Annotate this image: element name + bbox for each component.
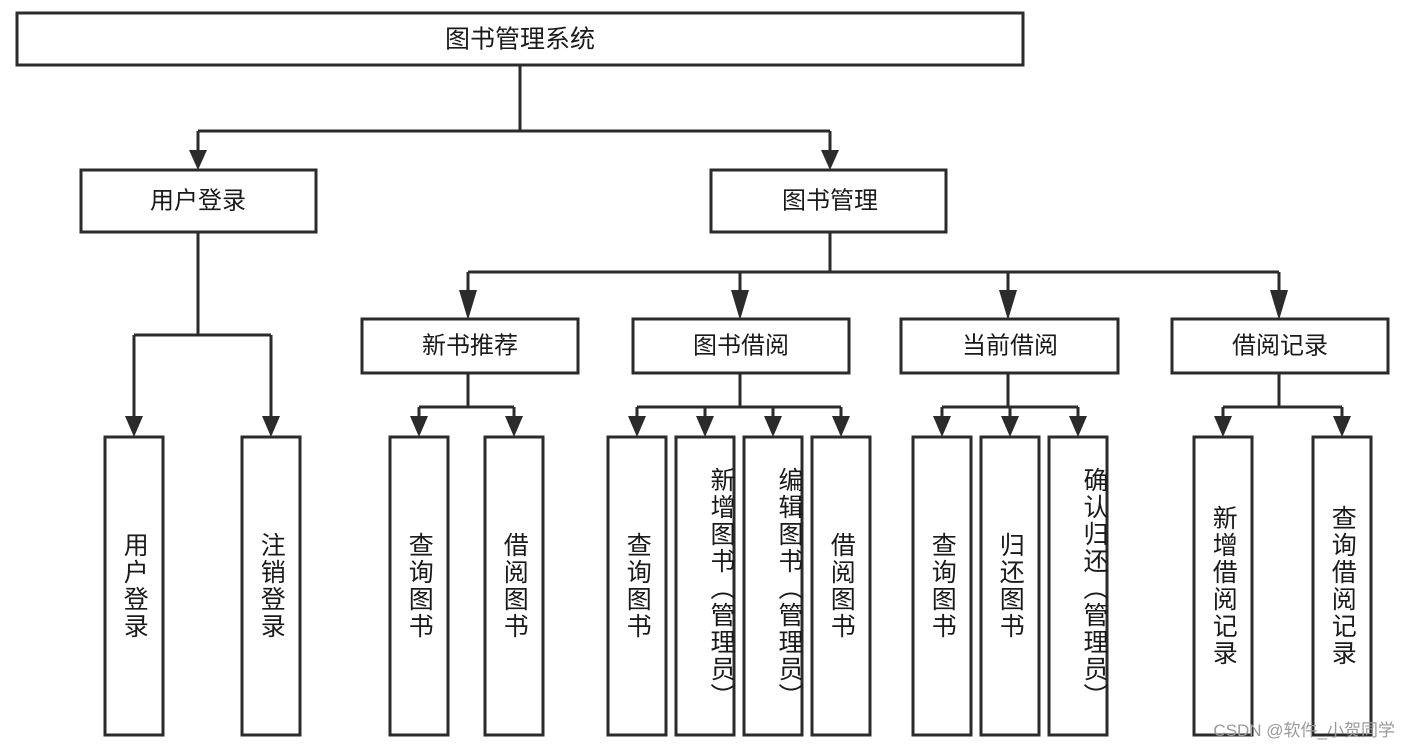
node-current-borrow-label: 当前借阅	[962, 332, 1058, 359]
node-leaf-borrow-book-2-box[interactable]	[810, 435, 872, 737]
node-new-book-recommend-label: 新书推荐	[422, 332, 518, 359]
arrow-head-leaf-logout-login	[262, 416, 280, 437]
node-root-box[interactable]	[15, 11, 1025, 67]
arrow-head-book-borrow	[731, 290, 749, 320]
node-new-book-recommend[interactable]: 新书推荐	[360, 317, 580, 375]
arrow-head-leaf-borrow-book-1	[505, 416, 523, 437]
arrow-head-current-borrow	[999, 290, 1017, 320]
node-book-manage-label: 图书管理	[782, 187, 878, 214]
arrow-head-borrow-record	[1270, 290, 1288, 320]
node-current-borrow-box[interactable]	[899, 317, 1120, 375]
node-borrow-record[interactable]: 借阅记录	[1170, 317, 1390, 375]
arrow-head-leaf-confirm-return	[1069, 416, 1087, 437]
node-book-borrow[interactable]: 图书借阅	[631, 317, 851, 375]
node-leaf-edit-book-box[interactable]	[742, 435, 804, 737]
node-current-borrow[interactable]: 当前借阅	[899, 317, 1120, 375]
arrow-head-leaf-query-book-3	[933, 416, 951, 437]
node-leaf-add-book-box[interactable]	[674, 435, 736, 737]
arrow-head-book-manage	[821, 150, 839, 170]
csdn-watermark: CSDN @软件_小贺同学	[1213, 721, 1395, 740]
node-root[interactable]: 图书管理系统	[15, 11, 1025, 67]
arrow-head-leaf-query-record	[1333, 416, 1351, 437]
node-leaf-return-book-box[interactable]	[979, 435, 1041, 737]
arrow-head-user-login	[189, 150, 207, 170]
node-root-label: 图书管理系统	[445, 26, 595, 54]
node-book-borrow-box[interactable]	[631, 317, 851, 375]
arrow-head-leaf-user-login	[125, 416, 143, 437]
arrow-head-new-book-recommend	[459, 290, 477, 320]
node-borrow-record-box[interactable]	[1170, 317, 1390, 375]
node-leaf-confirm-return-box[interactable]	[1047, 435, 1109, 737]
node-leaf-query-book-3-box[interactable]	[911, 435, 973, 737]
node-book-manage-box[interactable]	[709, 168, 948, 234]
node-book-manage[interactable]: 图书管理	[709, 168, 948, 234]
node-leaf-user-login-box[interactable]	[103, 435, 165, 737]
node-user-login[interactable]: 用户登录	[79, 168, 318, 234]
node-borrow-record-label: 借阅记录	[1232, 332, 1328, 359]
arrow-head-leaf-return-book	[1001, 416, 1019, 437]
node-leaf-query-record-box[interactable]	[1311, 435, 1373, 737]
node-user-login-label: 用户登录	[150, 187, 246, 214]
arrow-head-leaf-add-record	[1214, 416, 1232, 437]
node-leaf-query-book-2-box[interactable]	[606, 435, 668, 737]
arrow-head-leaf-query-book-1	[410, 416, 428, 437]
arrow-head-leaf-add-book	[696, 416, 714, 437]
node-leaf-logout-login-box[interactable]	[240, 435, 302, 737]
arrow-head-leaf-edit-book	[764, 416, 782, 437]
node-book-borrow-label: 图书借阅	[693, 332, 789, 359]
arrow-head-leaf-borrow-book-2	[832, 416, 850, 437]
node-leaf-query-book-1-box[interactable]	[388, 435, 450, 737]
edges-layer	[125, 65, 1351, 437]
arrow-head-leaf-query-book-2	[628, 416, 646, 437]
node-new-book-recommend-box[interactable]	[360, 317, 580, 375]
nodes-layer: 图书管理系统 用户登录 图书管理 新书推荐 图书借阅 当前	[15, 11, 1390, 737]
node-leaf-add-record-box[interactable]	[1192, 435, 1254, 737]
node-user-login-box[interactable]	[79, 168, 318, 234]
node-leaf-borrow-book-1-box[interactable]	[483, 435, 545, 737]
